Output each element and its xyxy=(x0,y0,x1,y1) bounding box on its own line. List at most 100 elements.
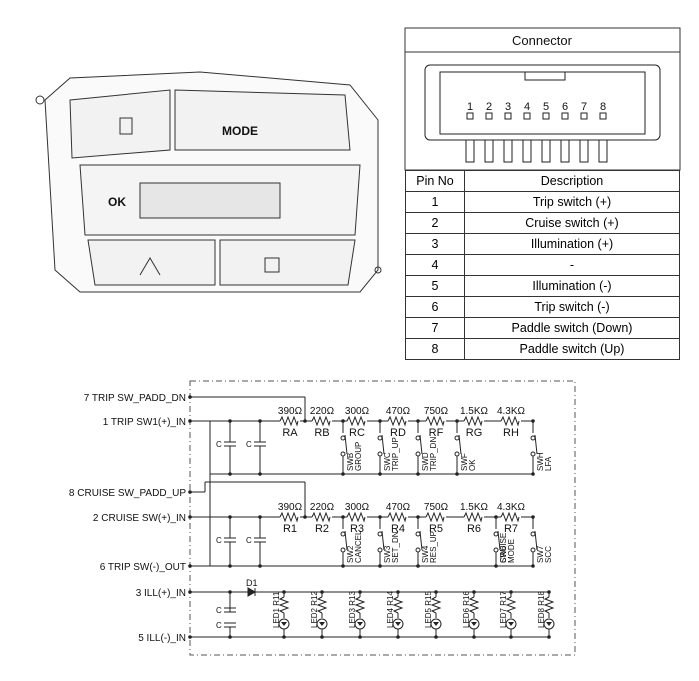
led-arrow xyxy=(471,622,477,626)
wire xyxy=(458,434,462,455)
resistor-symbol xyxy=(500,511,520,523)
led-resistor xyxy=(505,596,517,614)
switch-contact xyxy=(415,547,421,553)
led-arrow xyxy=(319,622,325,626)
switch-label: SWDTRIP_DN xyxy=(421,437,438,471)
led-arrow xyxy=(395,622,401,626)
pin-label: 5 xyxy=(543,101,549,113)
resistor-symbol xyxy=(311,415,331,427)
pin-number: 8 xyxy=(405,338,465,360)
resistor-symbol xyxy=(387,415,407,427)
pin-number: 4 xyxy=(405,254,465,276)
pin-socket xyxy=(599,112,607,120)
capacitor-label: C xyxy=(246,536,252,545)
wire xyxy=(381,434,385,455)
led-resistor xyxy=(543,596,555,614)
switch-function: LFA xyxy=(544,456,553,471)
schematic-boundary xyxy=(189,380,576,656)
switch-contact xyxy=(377,451,383,457)
resistor-value: 750Ω xyxy=(424,502,449,513)
resistor-name: R4 xyxy=(391,523,405,535)
resistor-value: 1.5KΩ xyxy=(460,502,489,513)
pin-description: Trip switch (-) xyxy=(464,296,680,318)
terminal-label: 3 ILL(+)_IN xyxy=(136,588,186,599)
diode-symbol xyxy=(247,587,257,597)
pin-description: Cruise switch (+) xyxy=(464,212,680,234)
pin-socket xyxy=(561,112,569,120)
resistor-name: R6 xyxy=(467,523,481,535)
switch-id: SWF xyxy=(460,453,469,471)
switch-label: SWHLFA xyxy=(536,452,553,471)
switch-function: SCC xyxy=(544,546,553,563)
switch-id: SW6 xyxy=(499,545,508,563)
terminal-label: 1 TRIP SW1(+)_IN xyxy=(103,417,186,428)
led-label: LED8 R18 xyxy=(537,591,546,628)
capacitor-label: C xyxy=(216,621,222,630)
led-resistor xyxy=(278,596,290,614)
led-arrow xyxy=(433,622,439,626)
resistor-name: RF xyxy=(429,427,444,439)
steering-switch-illustration xyxy=(35,71,382,293)
capacitor-label: C xyxy=(216,606,222,615)
wire xyxy=(381,530,385,551)
switch-function: CANCEL xyxy=(354,530,363,563)
resistor-value: 4.3KΩ xyxy=(497,406,526,417)
switch-label: SW7SCC xyxy=(536,545,553,563)
switch-id: SWH xyxy=(536,452,545,471)
switch-function: SET_DN xyxy=(391,531,400,563)
pin-number: 2 xyxy=(405,212,465,234)
switch-id: SWC xyxy=(383,452,392,471)
pin-lead xyxy=(503,140,513,163)
switch-id: SW7 xyxy=(536,545,545,563)
switch-id: SW4 xyxy=(421,545,430,563)
switch-id: SW3 xyxy=(383,545,392,563)
pin-socket xyxy=(466,112,474,120)
switch-id: SWB xyxy=(346,453,355,471)
switch-id: SWD xyxy=(421,452,430,471)
switch-function-line: MODE xyxy=(507,539,516,563)
resistor-name: RB xyxy=(314,427,329,439)
switch-label: SW2CANCEL xyxy=(346,530,363,563)
led-arrow xyxy=(357,622,363,626)
capacitor-label: C xyxy=(216,440,222,449)
wire xyxy=(344,530,348,551)
switch-contact xyxy=(377,531,383,537)
resistor-name: R3 xyxy=(350,523,364,535)
pin-description: - xyxy=(464,254,680,276)
switch-function: TRIP_DN xyxy=(429,437,438,471)
resistor-name: R1 xyxy=(283,523,297,535)
resistor-value: 390Ω xyxy=(278,406,303,417)
pin-description: Paddle switch (Down) xyxy=(464,317,680,339)
resistor-value: 390Ω xyxy=(278,502,303,513)
resistor-symbol xyxy=(387,511,407,523)
pin-lead xyxy=(522,140,532,163)
resistor-name: RH xyxy=(503,427,519,439)
pin-label: 7 xyxy=(581,101,587,113)
switch-function: CRUISEMODE xyxy=(499,533,516,563)
resistor-symbol xyxy=(463,511,483,523)
resistor-value: 300Ω xyxy=(345,406,370,417)
switch-label: SW3SET_DN xyxy=(383,531,400,563)
pin-lead xyxy=(484,140,494,163)
resistor-value: 750Ω xyxy=(424,406,449,417)
led-label: LED2 R12 xyxy=(310,591,319,628)
pin-number: 7 xyxy=(405,317,465,339)
switch-contact xyxy=(493,547,499,553)
resistor-name: RD xyxy=(390,427,406,439)
resistor-value: 470Ω xyxy=(386,502,411,513)
mode-button-label: MODE xyxy=(222,124,258,138)
wire xyxy=(534,434,538,455)
resistor-symbol xyxy=(346,511,366,523)
description-header: Description xyxy=(464,170,680,192)
switch-function: TRIP_UP xyxy=(391,437,400,471)
resistor-value: 220Ω xyxy=(310,502,335,513)
resistor-name: R5 xyxy=(429,523,443,535)
switch-contact xyxy=(530,451,536,457)
pin-row: 4- xyxy=(405,254,680,276)
resistor-value: 300Ω xyxy=(345,502,370,513)
resistor-symbol xyxy=(311,511,331,523)
